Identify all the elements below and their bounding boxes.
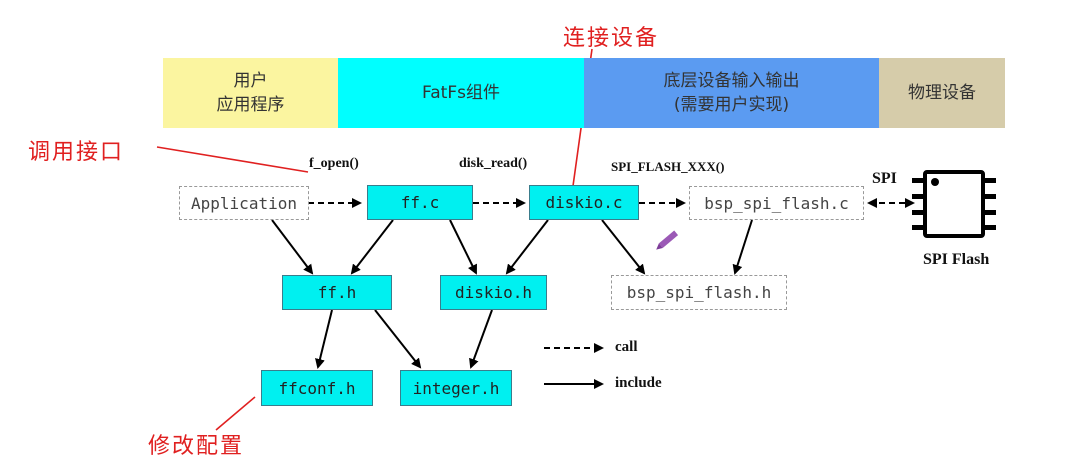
- band-physical-label: 物理设备: [908, 83, 976, 103]
- label-spi: SPI: [872, 170, 897, 187]
- include-arrow-ffc-ffh: [350, 219, 394, 275]
- include-arrow-ffh-ffconfh: [315, 309, 333, 369]
- include-arrow-ffc-diskioh: [449, 219, 477, 275]
- node-diskio-c: diskio.c: [529, 185, 639, 220]
- band-user-app-line2: 应用程序: [216, 95, 285, 115]
- band-lowlevel-line1: 底层设备输入输出: [663, 71, 800, 91]
- call-interface-leader: [156, 146, 309, 173]
- label-spi-flash-chip: SPI Flash: [923, 251, 990, 268]
- pencil-icon: [656, 230, 679, 250]
- node-bsp-spi-flash-c: bsp_spi_flash.c: [689, 186, 864, 220]
- modify-config-leader: [215, 396, 256, 431]
- include-arrow-ffh-integerh: [374, 309, 422, 369]
- include-arrow-diskioh-integerh: [469, 309, 493, 369]
- node-application: Application: [179, 186, 309, 220]
- node-ff-c: ff.c: [367, 185, 473, 220]
- spi-flash-chip-icon: [912, 170, 996, 238]
- legend-call-label: call: [615, 339, 638, 355]
- include-arrow-diskioc-diskioh: [505, 219, 549, 275]
- band-user-app-line1: 用户: [233, 71, 268, 91]
- node-ffconf-h: ffconf.h: [261, 370, 373, 406]
- legend-include-label: include: [615, 375, 662, 391]
- label-disk-read: disk_read(): [459, 156, 528, 171]
- annotation-modify-config: 修改配置: [148, 434, 245, 459]
- label-f-open: f_open(): [309, 156, 359, 171]
- band-fatfs-label: FatFs组件: [422, 83, 500, 103]
- include-arrow-bspc-bsph: [732, 219, 753, 275]
- band-lowlevel: 底层设备输入输出 (需要用户实现): [584, 58, 879, 128]
- include-arrow-diskioc-bsph: [601, 219, 646, 275]
- node-ff-h: ff.h: [282, 275, 392, 310]
- band-physical: 物理设备: [879, 58, 1005, 128]
- band-fatfs: FatFs组件: [338, 58, 584, 128]
- annotation-connect-device: 连接设备: [563, 26, 660, 51]
- include-arrow-app-ffh: [271, 219, 314, 275]
- annotation-call-interface: 调用接口: [28, 140, 125, 165]
- node-bsp-spi-flash-h: bsp_spi_flash.h: [611, 275, 787, 310]
- band-user-app: 用户应用程序: [163, 58, 338, 128]
- band-lowlevel-line2: (需要用户实现): [673, 95, 790, 115]
- node-diskio-h: diskio.h: [440, 275, 547, 310]
- label-spi-flash-xxx: SPI_FLASH_XXX(): [611, 159, 725, 174]
- node-integer-h: integer.h: [400, 370, 512, 406]
